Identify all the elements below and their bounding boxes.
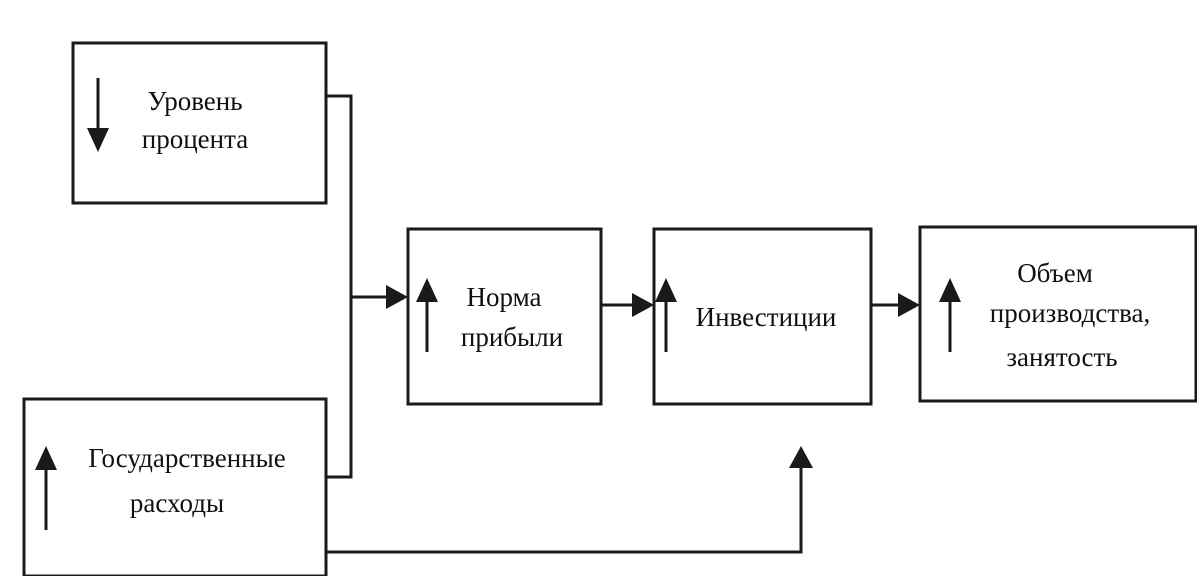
arrow-up-icon	[939, 278, 961, 352]
government-spending-label-line2: расходы	[130, 488, 224, 518]
interest-rate-label-line2: процента	[142, 124, 248, 154]
arrow-up-icon	[416, 278, 438, 352]
interest-rate-box: Уровень процента	[71, 41, 328, 205]
arrow-up-icon	[655, 278, 677, 352]
profit-rate-box: Норма прибыли	[406, 227, 603, 406]
output-employment-box: Объем производства, занятость	[918, 225, 1197, 403]
government-spending-label-line1: Государственные	[88, 443, 285, 473]
output-employment-label-line1: Объем	[1017, 258, 1093, 288]
connector-government-to-investment	[326, 446, 813, 554]
interest-rate-label-line1: Уровень	[147, 86, 242, 116]
profit-rate-label-line1: Норма	[467, 282, 542, 312]
investment-box: Инвестиции	[652, 227, 873, 406]
connector-investment-to-output	[871, 293, 920, 317]
arrow-down-icon	[87, 78, 109, 152]
government-spending-box: Государственные расходы	[22, 397, 328, 576]
connector-profit-to-investment	[601, 293, 654, 317]
output-employment-label-line3: занятость	[1006, 342, 1117, 372]
arrow-up-icon	[35, 446, 57, 530]
investment-label: Инвестиции	[696, 302, 837, 332]
output-employment-label-line2: производства,	[990, 298, 1151, 328]
profit-rate-label-line2: прибыли	[461, 322, 563, 352]
connector-to-profit-rate	[326, 94, 408, 479]
